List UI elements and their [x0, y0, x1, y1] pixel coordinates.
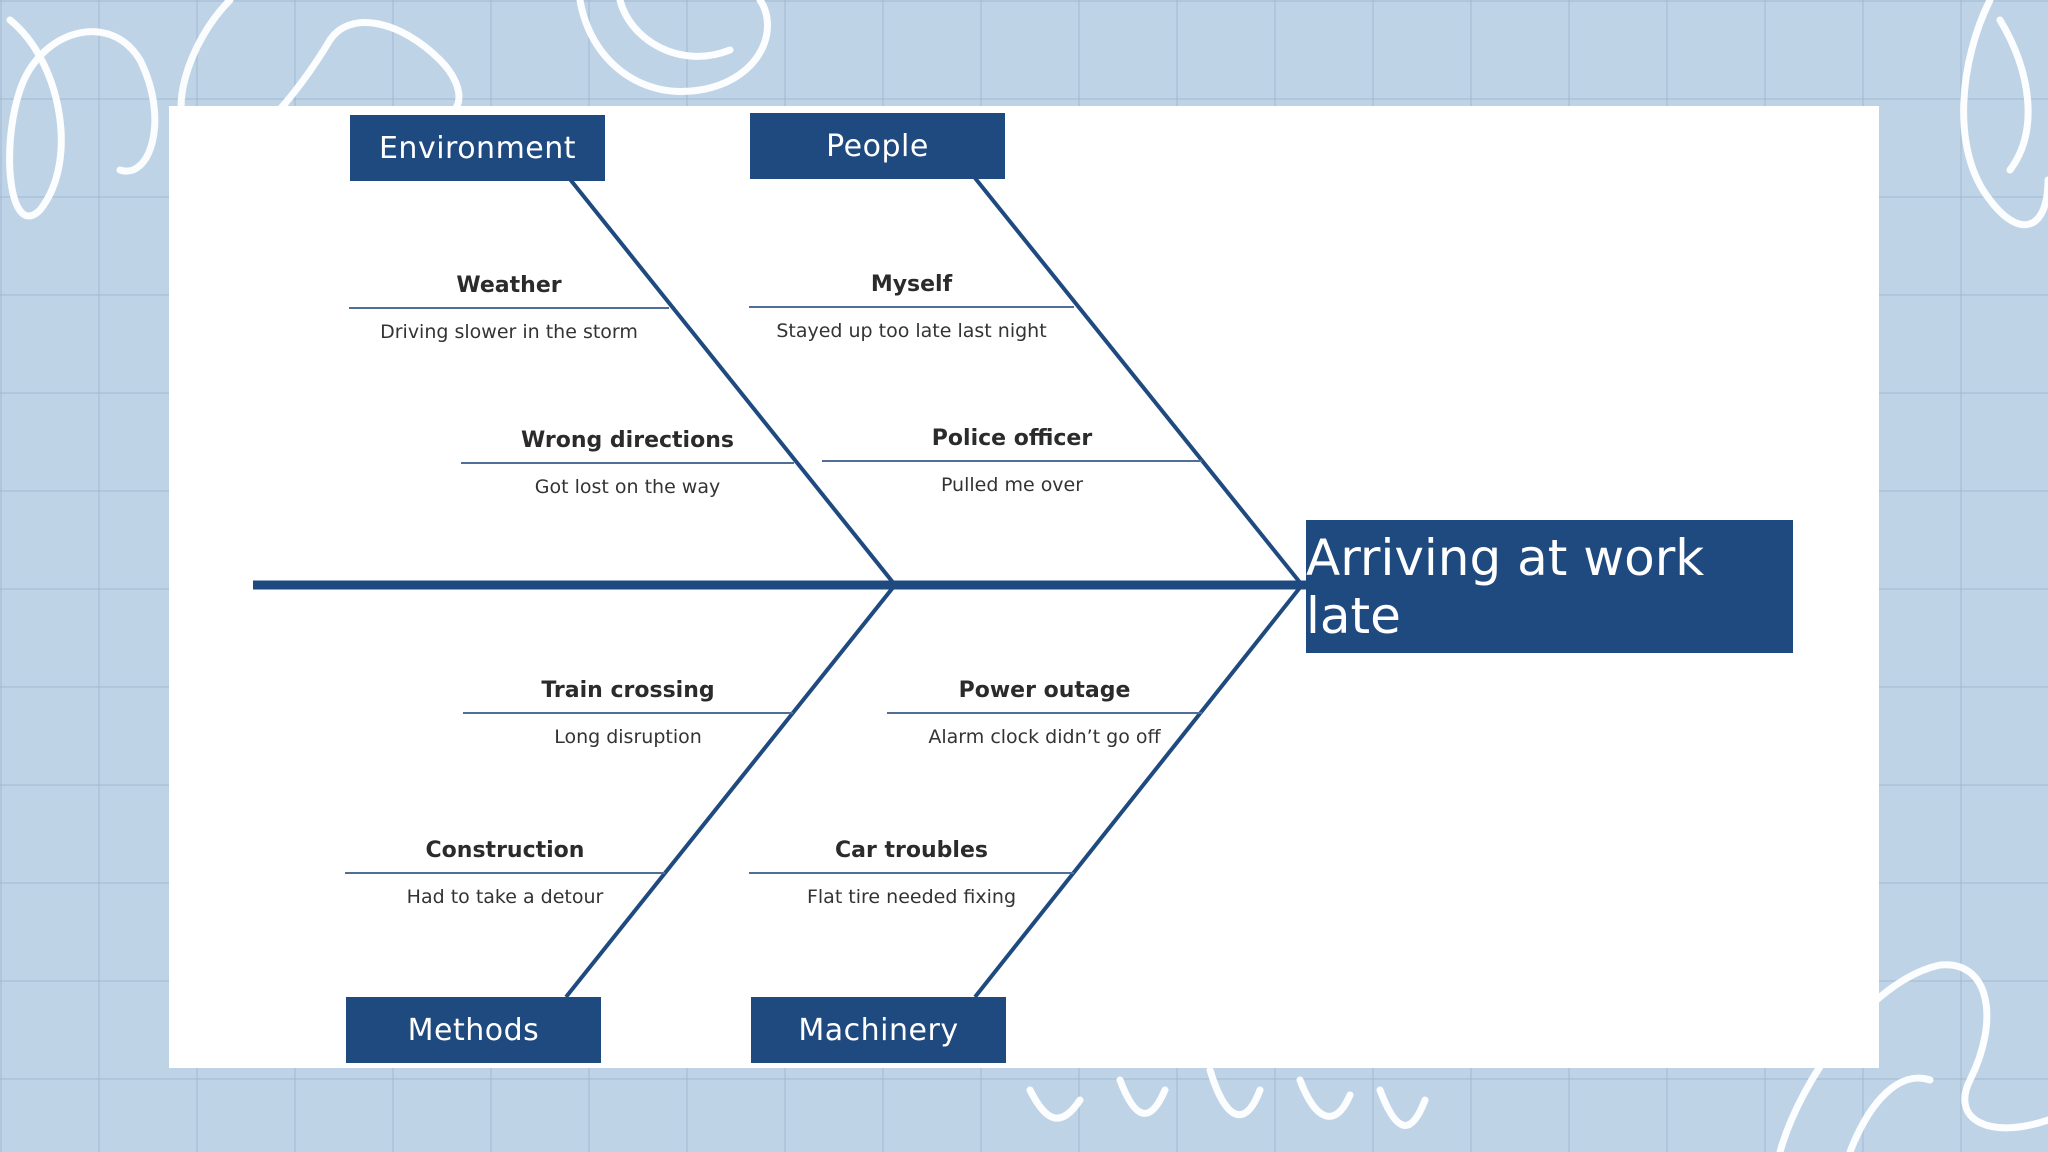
- cause-description: Stayed up too late last night: [776, 320, 1047, 342]
- effect-label: Arriving at work late: [1306, 528, 1705, 645]
- fishbone-lines: [253, 176, 1306, 999]
- cause-description: Pulled me over: [940, 474, 1084, 496]
- category-environment: Environment: [350, 115, 605, 181]
- cause-wrong-directions: Wrong directions Got lost on the way: [461, 426, 794, 500]
- category-people: People: [750, 113, 1005, 179]
- cause-description: Long disruption: [554, 726, 702, 748]
- cause-car-troubles: Car troubles Flat tire needed fixing: [749, 836, 1074, 910]
- cause-description: Driving slower in the storm: [380, 321, 638, 343]
- cause-description: Got lost on the way: [534, 476, 721, 498]
- cause-divider: [349, 307, 669, 309]
- cause-divider: [461, 462, 794, 464]
- category-machinery-label: Machinery: [798, 1012, 959, 1048]
- cause-title: Construction: [425, 838, 585, 863]
- cause-title: Weather: [456, 273, 562, 298]
- cause-train-crossing: Train crossing Long disruption: [463, 676, 793, 750]
- category-methods: Methods: [346, 997, 601, 1063]
- cause-weather: Weather Driving slower in the storm: [349, 271, 669, 345]
- cause-police-officer: Police officer Pulled me over: [822, 424, 1202, 498]
- scribble-top-right: [1960, 0, 2048, 229]
- cause-divider: [345, 872, 665, 874]
- scribble-top-left-2: [177, 0, 463, 157]
- cause-title: Car troubles: [835, 838, 988, 863]
- bone-people: [973, 176, 1304, 587]
- cause-divider: [887, 712, 1202, 714]
- cause-title: Power outage: [958, 678, 1131, 703]
- cause-divider: [749, 306, 1074, 308]
- cause-divider: [463, 712, 793, 714]
- bone-environment: [567, 176, 897, 587]
- category-methods-label: Methods: [407, 1012, 540, 1048]
- cause-divider: [822, 460, 1202, 462]
- category-machinery: Machinery: [751, 997, 1006, 1063]
- cause-construction: Construction Had to take a detour: [345, 836, 665, 910]
- bone-machinery: [973, 583, 1304, 999]
- cause-title: Wrong directions: [521, 428, 734, 453]
- cause-description: Alarm clock didn’t go off: [928, 726, 1161, 748]
- cause-title: Train crossing: [541, 678, 715, 703]
- effect-box: Arriving at work late: [1306, 520, 1793, 653]
- cause-title: Myself: [870, 272, 953, 297]
- scribble-bottom-center: [1026, 1066, 1429, 1129]
- scribble-top-center: [576, 0, 771, 95]
- cause-description: Flat tire needed fixing: [806, 886, 1017, 908]
- category-environment-label: Environment: [378, 130, 577, 166]
- cause-title: Police officer: [931, 426, 1093, 451]
- scribble-top-left: [6, 16, 159, 220]
- cause-power-outage: Power outage Alarm clock didn’t go off: [887, 676, 1202, 750]
- cause-divider: [749, 872, 1074, 874]
- diagram-card: Environment People Methods Machinery Arr…: [169, 106, 1879, 1068]
- cause-myself: Myself Stayed up too late last night: [749, 270, 1074, 344]
- category-people-label: People: [826, 128, 929, 164]
- cause-description: Had to take a detour: [406, 886, 604, 908]
- bone-methods: [564, 583, 897, 999]
